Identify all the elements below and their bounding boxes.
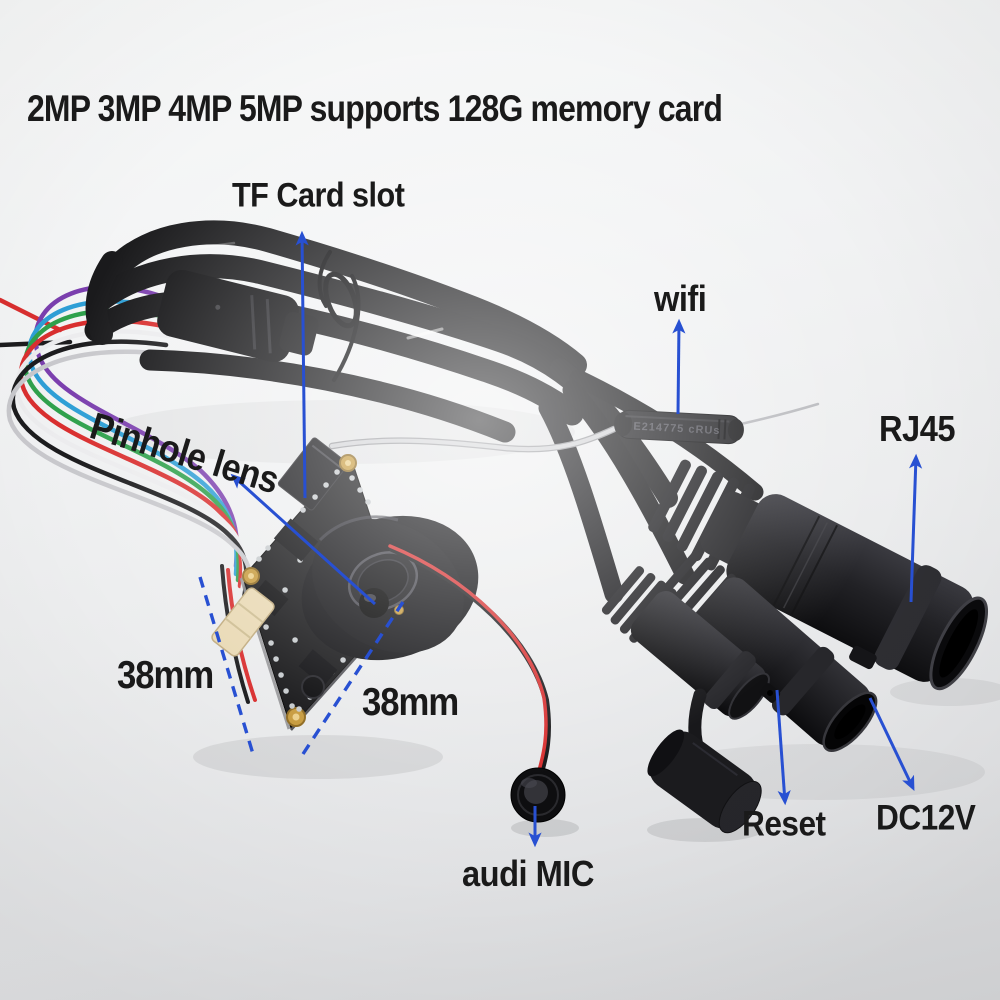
wifi-module-marking: E214775 cRUs — [633, 421, 721, 438]
pcb-inductor — [301, 675, 325, 699]
tie-wire — [317, 250, 361, 382]
microphone — [510, 767, 566, 823]
wire-purple — [33, 284, 240, 569]
reset-button — [759, 683, 781, 703]
label-rj45: RJ45 — [879, 407, 955, 449]
wifi-arrow — [672, 318, 686, 415]
reset-arrow — [775, 689, 791, 806]
dc12v-arrow — [868, 697, 915, 791]
cable-to-reset — [538, 398, 624, 604]
mic-wire-red — [388, 544, 548, 780]
wifi-antenna: E214775 cRUs — [328, 402, 820, 453]
tf-card-slot-part — [277, 437, 349, 511]
label-wifi: wifi — [654, 277, 707, 319]
rj45-connector — [648, 459, 988, 691]
pinhole-lens-arrow — [230, 473, 377, 606]
cable-junction — [157, 269, 319, 363]
tf-card-slot-arrow — [295, 230, 309, 499]
pcb-connector — [211, 587, 275, 657]
dimension-line-left — [198, 576, 255, 755]
wire-gray — [6, 349, 253, 607]
cable-bundle — [84, 220, 592, 443]
dc12v-connector — [658, 550, 878, 752]
label-reset: Reset — [742, 803, 826, 844]
wire-white — [14, 329, 247, 595]
wifi-module: E214775 cRUs — [614, 409, 744, 445]
label-dimension-left: 38mm — [117, 653, 214, 698]
cable-to-dc — [562, 380, 695, 585]
protective-cap — [647, 688, 762, 834]
pcb-ics — [251, 518, 338, 687]
rj45-arrow — [909, 453, 923, 603]
dimension-line-right — [301, 601, 405, 755]
pinhole-lens-part — [301, 515, 479, 661]
label-dc12v: DC12V — [876, 797, 976, 838]
label-audio-mic: audi MIC — [462, 852, 594, 894]
label-dimension-right: 38mm — [362, 680, 459, 725]
colored-wires — [0, 284, 257, 704]
antenna-tail-wire — [739, 402, 820, 426]
mic-assembly — [388, 544, 566, 823]
page-title: 2MP 3MP 4MP 5MP supports 128G memory car… — [27, 87, 723, 130]
audio-reset-connector — [601, 566, 770, 720]
label-tf-card-slot: TF Card slot — [232, 176, 405, 215]
camera-pcb — [211, 437, 479, 731]
